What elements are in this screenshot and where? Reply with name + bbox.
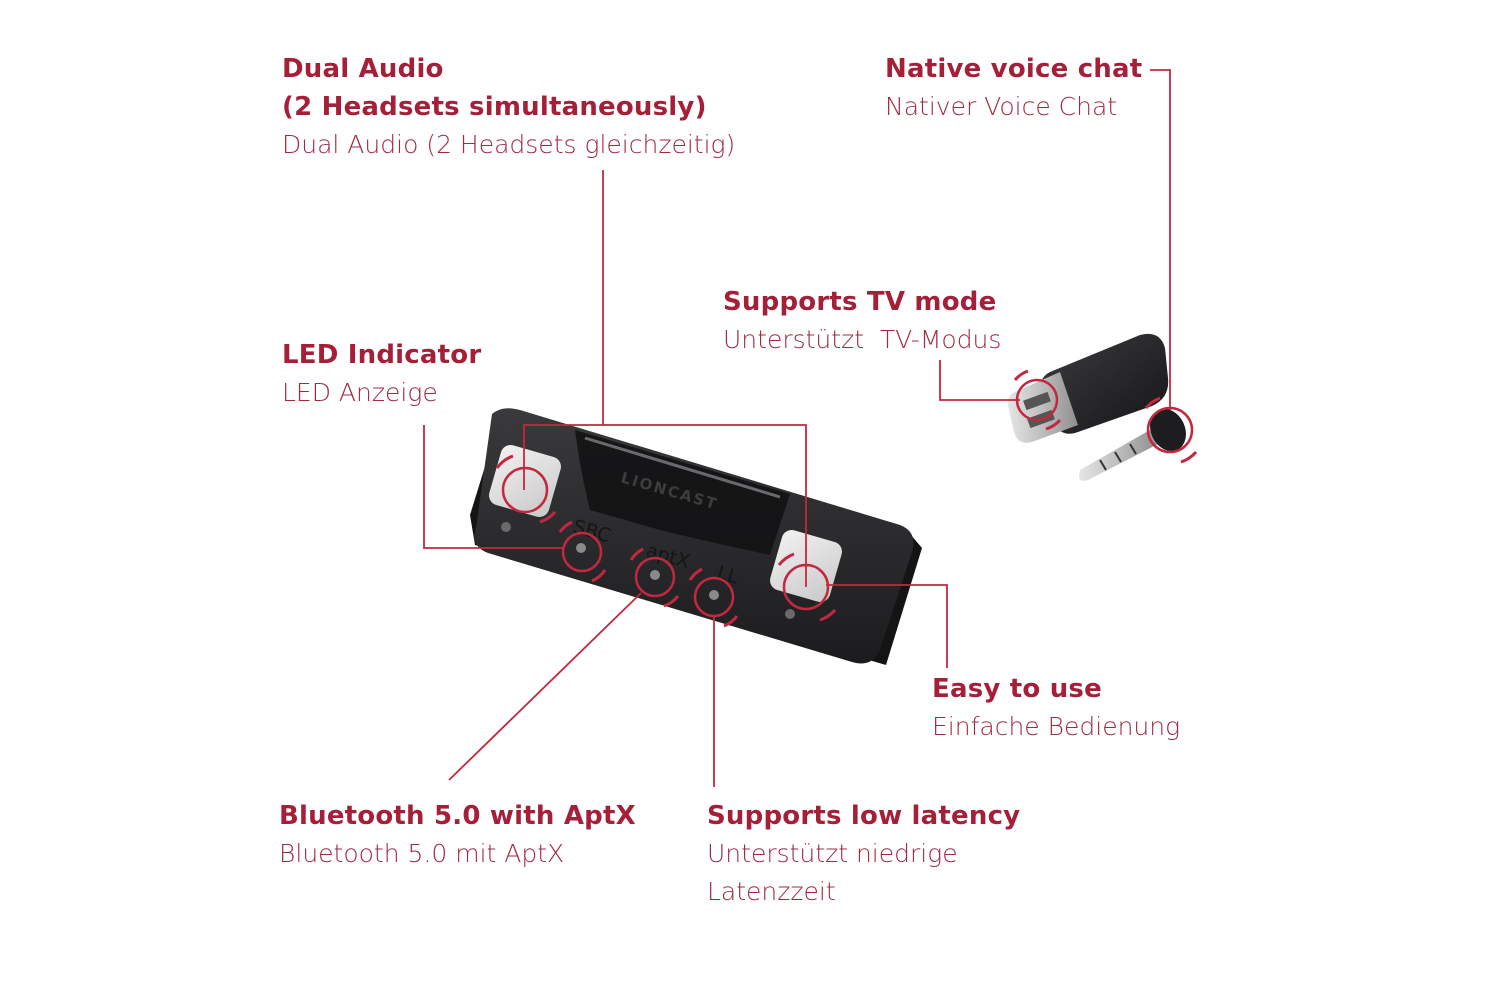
- callout-tv-mode: Supports TV mode Unterstützt TV-Modus: [723, 283, 1001, 359]
- callout-voice-chat-subtitle: Nativer Voice Chat: [885, 92, 1118, 121]
- led-aptx: [650, 570, 660, 580]
- leader-easy: [826, 584, 948, 668]
- jack-plug-head: [1150, 408, 1186, 452]
- led-sbc: [576, 543, 586, 553]
- callout-easy-to-use: Easy to use Einfache Bedienung: [932, 670, 1180, 746]
- callout-bluetooth-subtitle: Bluetooth 5.0 mit AptX: [279, 839, 565, 868]
- callout-bluetooth: Bluetooth 5.0 with AptX Bluetooth 5.0 mi…: [279, 797, 636, 873]
- callout-tv-mode-subtitle: Unterstützt TV-Modus: [723, 325, 1002, 354]
- leader-voice-chat: [1150, 69, 1171, 410]
- callout-voice-chat: Native voice chat Nativer Voice Chat: [885, 50, 1142, 126]
- leader-lines: [423, 69, 1171, 787]
- led-right: [785, 609, 795, 619]
- leader-bluetooth: [448, 592, 642, 781]
- callout-latency-subtitle-1: Unterstützt niedrige: [707, 839, 958, 868]
- callout-dual-audio: Dual Audio (2 Headsets simultaneously) D…: [282, 50, 735, 164]
- left-pairing-button[interactable]: [487, 443, 564, 520]
- callout-latency-title: Supports low latency: [707, 801, 1021, 831]
- bluetooth-adapter-device: LIONCAST SBC aptX LL: [470, 408, 922, 665]
- leader-tv-mode: [939, 360, 1020, 401]
- callout-bluetooth-title: Bluetooth 5.0 with AptX: [279, 801, 636, 831]
- callout-led-subtitle: LED Anzeige: [282, 378, 438, 407]
- callout-low-latency: Supports low latency Unterstützt niedrig…: [707, 797, 1020, 911]
- callout-rings: [495, 369, 1198, 628]
- jack-plug-pin: [1079, 430, 1158, 481]
- usb-dongle: [1007, 333, 1169, 443]
- callout-latency-subtitle-2: Latenzzeit: [707, 877, 836, 906]
- callout-tv-mode-title: Supports TV mode: [723, 287, 997, 317]
- callout-dual-audio-title-2: (2 Headsets simultaneously): [282, 92, 707, 122]
- usb-dongle-housing: [1041, 333, 1169, 434]
- callout-led: LED Indicator LED Anzeige: [282, 336, 481, 412]
- device-ridge-highlight: [584, 436, 781, 499]
- leader-dual-audio-left: [523, 424, 603, 490]
- led-ll: [709, 590, 719, 600]
- leader-dual-audio-right: [603, 424, 807, 587]
- callout-led-title: LED Indicator: [282, 340, 482, 370]
- callout-easy-title: Easy to use: [932, 674, 1102, 704]
- callout-dual-audio-title-1: Dual Audio: [282, 54, 444, 84]
- callout-dual-audio-subtitle: Dual Audio (2 Headsets gleichzeitig): [282, 130, 736, 159]
- usb-connector-metal: [1007, 372, 1078, 443]
- usb-connector-slot: [1023, 391, 1051, 411]
- led-left: [501, 522, 511, 532]
- callout-voice-chat-title: Native voice chat: [885, 54, 1143, 84]
- device-ridge: [575, 430, 790, 555]
- leader-led: [423, 425, 564, 549]
- callout-easy-subtitle: Einfache Bedienung: [932, 712, 1181, 741]
- audio-jack-adapter: [1079, 408, 1186, 481]
